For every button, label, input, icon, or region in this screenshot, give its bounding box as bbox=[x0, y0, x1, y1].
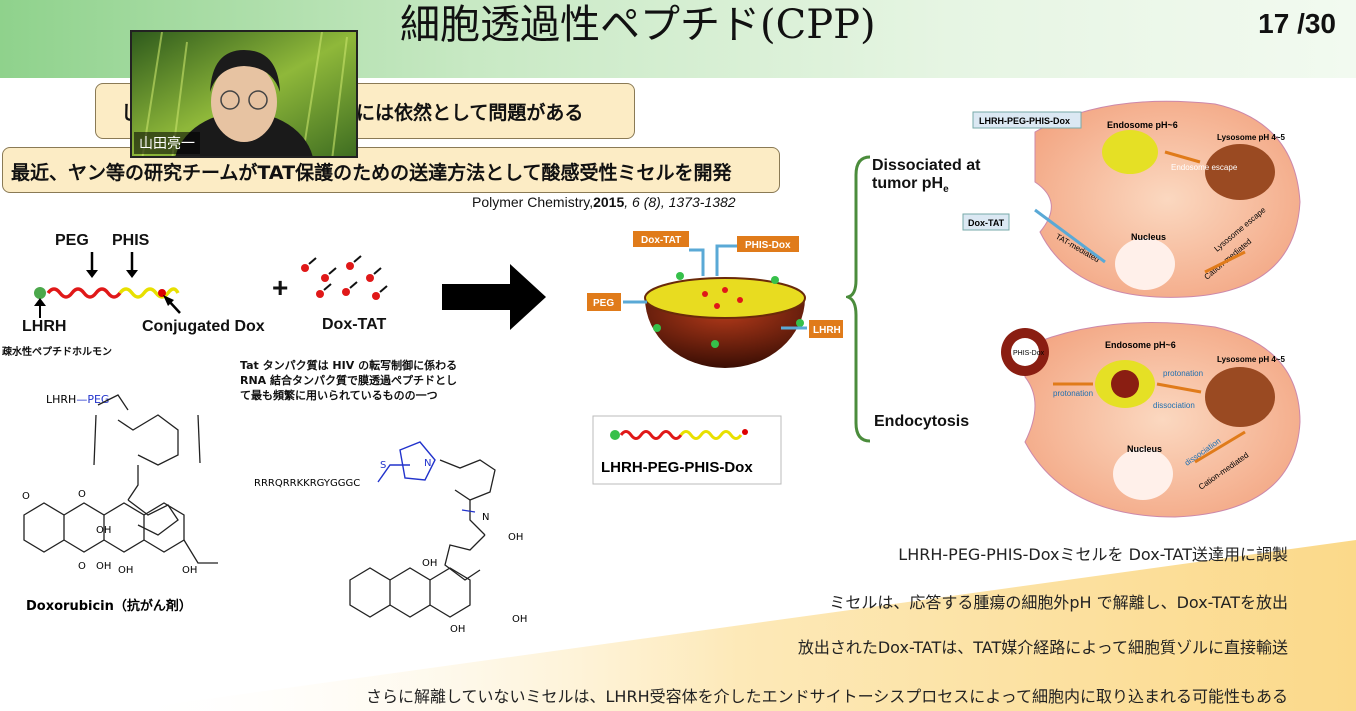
citation-year: 2015 bbox=[593, 194, 625, 210]
svg-text:OH: OH bbox=[182, 565, 197, 576]
phis-label: PHIS bbox=[112, 232, 150, 249]
tat-note-line-2: RNA 結合タンパク質で膜透過ペプチドとし bbox=[240, 374, 458, 387]
struct1-lhrh-text: LHRH bbox=[46, 393, 76, 406]
conjugated-dox-label: Conjugated Dox bbox=[142, 318, 265, 335]
pathway-diagram: LHRH-PEG-PHIS-Dox Dox-TAT Endosome pH~6 … bbox=[962, 100, 1301, 518]
micelle-peg-text: PEG bbox=[593, 298, 614, 309]
top-endosome bbox=[1102, 130, 1158, 174]
dissociation-right-text: dissociation bbox=[1153, 401, 1195, 410]
svg-text:O: O bbox=[22, 491, 30, 502]
dox-dot bbox=[158, 289, 166, 297]
peg-label: PEG bbox=[55, 232, 89, 249]
svg-text:OH: OH bbox=[450, 624, 465, 635]
svg-text:S: S bbox=[380, 460, 386, 471]
plus-sign: + bbox=[272, 272, 289, 303]
svg-text:OH: OH bbox=[512, 614, 527, 625]
dissociated-text: Dissociated at bbox=[872, 157, 981, 174]
peg-chain bbox=[46, 287, 122, 299]
micelle-lhrh-tag bbox=[809, 320, 843, 338]
top-nucleus bbox=[1115, 238, 1175, 290]
top-nucleus-label: Nucleus bbox=[1131, 232, 1166, 242]
endosome-escape-text: Endosome escape bbox=[1171, 163, 1238, 172]
svg-text:OH: OH bbox=[118, 565, 133, 576]
webcam-name-label: 山田亮一 bbox=[134, 132, 200, 154]
svg-text:OH: OH bbox=[508, 532, 523, 543]
endocytosis-label: Endocytosis bbox=[874, 413, 970, 430]
bottom-line-3: 放出されたDox-TATは、TAT媒介経路によって細胞質ゾルに直接輸送 bbox=[797, 638, 1288, 657]
lhrh-label: LHRH bbox=[22, 318, 67, 335]
micelle-caption-box bbox=[592, 415, 782, 485]
protonation-right-text: protonation bbox=[1163, 369, 1203, 378]
tumor-ph-subscript: e bbox=[943, 184, 949, 196]
research-callout-text: 最近、ヤン等の研究チームがTAT保護のための送達方法として酸感受性ミセルを開発 bbox=[11, 162, 732, 184]
top-lysosome-ph: Lysosome pH 4~5 bbox=[1217, 133, 1286, 142]
dox-tat-label: Dox-TAT bbox=[322, 316, 387, 333]
citation-journal: Polymer Chemistry, bbox=[472, 194, 594, 210]
research-callout: 最近、ヤン等の研究チームがTAT保護のための送達方法として酸感受性ミセルを開発 bbox=[2, 147, 780, 193]
micelle-core bbox=[644, 277, 806, 319]
svg-text:O: O bbox=[78, 561, 86, 572]
tat-sequence: RRRQRRKKRGYGGGC bbox=[254, 478, 360, 489]
lhrh-note: 疎水性ペプチドホルモン bbox=[2, 347, 112, 358]
particle-phis-dox: PHIS-Dox bbox=[1013, 350, 1045, 357]
micelle-phis-dox-text: PHIS-Dox bbox=[745, 240, 791, 251]
svg-text:N: N bbox=[424, 458, 431, 469]
citation: Polymer Chemistry,2015, 6 (8), 1373-1382 bbox=[472, 194, 736, 210]
bottom-line-4: さらに解離していないミセルは、LHRH受容体を介したエンドサイトーシスプロセスに… bbox=[365, 687, 1288, 706]
dox-tat-structure: RRRQRRKKRGYGGGC S N N OH OH OH OH bbox=[254, 441, 527, 635]
micelle-dox-tat-text: Dox-TAT bbox=[641, 235, 681, 246]
pathway-dox-tat-tag: Dox-TAT bbox=[968, 218, 1005, 228]
tumor-ph-text: tumor pH bbox=[872, 175, 944, 192]
lhrh-dot bbox=[34, 287, 46, 299]
problem-callout-text: には依然として問題がある bbox=[356, 102, 584, 124]
tat-note-line-1: Tat タンパク質は HIV の転写制御に係わる bbox=[240, 359, 458, 372]
svg-text:O: O bbox=[78, 489, 86, 500]
doxorubicin-structure: LHRH—PEG O O OH O OH OH OH Doxorubicin（抗… bbox=[22, 393, 218, 614]
svg-text:N: N bbox=[482, 512, 489, 523]
svg-text:OH: OH bbox=[96, 561, 111, 572]
slide-title: 細胞透過性ペプチド(CPP) bbox=[400, 2, 876, 48]
bottom-line-2: ミセルは、応答する腫瘍の細胞外pH で解離し、Dox-TATを放出 bbox=[829, 593, 1288, 612]
micelle-lhrh-text: LHRH bbox=[813, 325, 841, 336]
svg-text:OH: OH bbox=[96, 525, 111, 536]
bottom-endosome-ph: Endosome pH~6 bbox=[1105, 340, 1176, 350]
top-lysosome bbox=[1205, 144, 1275, 200]
doxorubicin-label: Doxorubicin（抗がん剤） bbox=[26, 598, 192, 614]
citation-details: , 6 (8), 1373-1382 bbox=[624, 194, 736, 210]
bottom-lysosome bbox=[1205, 367, 1275, 427]
tat-note-line-3: て最も頻繁に用いられているものの一つ bbox=[240, 389, 438, 402]
bottom-nucleus-label: Nucleus bbox=[1127, 444, 1162, 454]
svg-text:LHRH—PEG: LHRH—PEG bbox=[46, 393, 109, 406]
top-endosome-ph: Endosome pH~6 bbox=[1107, 120, 1178, 130]
bottom-nucleus bbox=[1113, 448, 1173, 500]
dissociated-label: Dissociated at tumor pHe bbox=[872, 157, 980, 195]
big-right-arrow-icon bbox=[442, 264, 546, 330]
brace-icon bbox=[846, 155, 871, 443]
bottom-lysosome-ph: Lysosome pH 4~5 bbox=[1217, 355, 1286, 364]
polymer-schematic bbox=[34, 252, 388, 318]
micelle-diagram: Dox-TAT PHIS-Dox PEG LHRH LHRH-PEG-PHIS-… bbox=[587, 231, 843, 485]
bottom-line-1: LHRH-PEG-PHIS-Doxミセルを Dox-TAT送達用に調製 bbox=[898, 545, 1288, 564]
struct1-peg-text: PEG bbox=[87, 393, 109, 406]
protonation-left-text: protonation bbox=[1053, 389, 1093, 398]
phis-chain bbox=[118, 287, 180, 299]
page-number: 17 /30 bbox=[1258, 8, 1336, 39]
micelle-dox-tat-tag bbox=[633, 231, 689, 247]
micelle-caption: LHRH-PEG-PHIS-Dox bbox=[601, 459, 753, 476]
svg-text:OH: OH bbox=[422, 558, 437, 569]
micelle-peg-tag bbox=[587, 293, 621, 311]
pathway-top-label: LHRH-PEG-PHIS-Dox bbox=[979, 116, 1070, 126]
webcam-overlay: 山田亮一 bbox=[130, 30, 358, 158]
micelle-phis-dox-tag bbox=[737, 236, 799, 252]
tat-note: Tat タンパク質は HIV の転写制御に係わる RNA 結合タンパク質で膜透過… bbox=[240, 358, 457, 403]
